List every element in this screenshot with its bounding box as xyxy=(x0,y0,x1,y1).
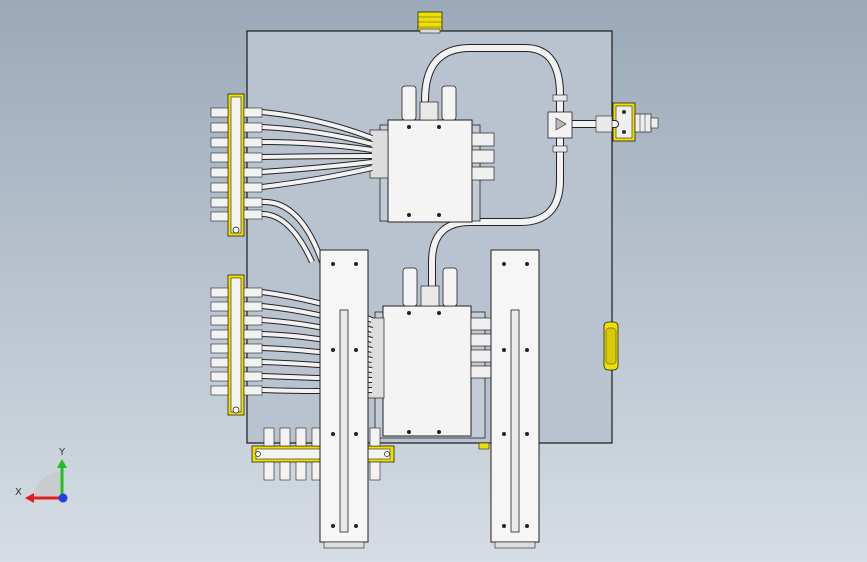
panel-bottom-tab xyxy=(478,442,490,450)
top-connector[interactable] xyxy=(417,11,443,34)
side-grommet[interactable] xyxy=(603,321,619,371)
coordinate-triad: X Y xyxy=(15,447,68,503)
triad-y-arrow xyxy=(57,459,67,468)
left-mounting-bracket[interactable] xyxy=(319,249,369,549)
lower-valve-manifold[interactable] xyxy=(367,267,492,439)
lower-bulkhead-block[interactable] xyxy=(227,274,245,416)
inlet-fitting[interactable] xyxy=(612,102,659,142)
right-mounting-bracket[interactable] xyxy=(490,249,540,549)
upper-valve-manifold[interactable] xyxy=(369,85,495,223)
triad-y-label: Y xyxy=(58,447,66,458)
bottom-rail-fittings-bottom[interactable] xyxy=(263,461,381,481)
triad-x-label: X xyxy=(15,487,22,498)
upper-tube-bundle xyxy=(261,109,374,264)
lower-bulkhead-fittings-left[interactable] xyxy=(210,287,229,396)
tee-fitting[interactable] xyxy=(547,94,613,153)
lower-bulkhead-fittings-right[interactable] xyxy=(243,287,263,396)
triad-z-origin xyxy=(58,493,68,503)
upper-bulkhead-block[interactable] xyxy=(227,93,245,237)
triad-x-arrow xyxy=(25,493,34,503)
upper-bulkhead-fittings-left[interactable] xyxy=(210,107,229,222)
upper-bulkhead-fittings-right[interactable] xyxy=(243,107,263,220)
